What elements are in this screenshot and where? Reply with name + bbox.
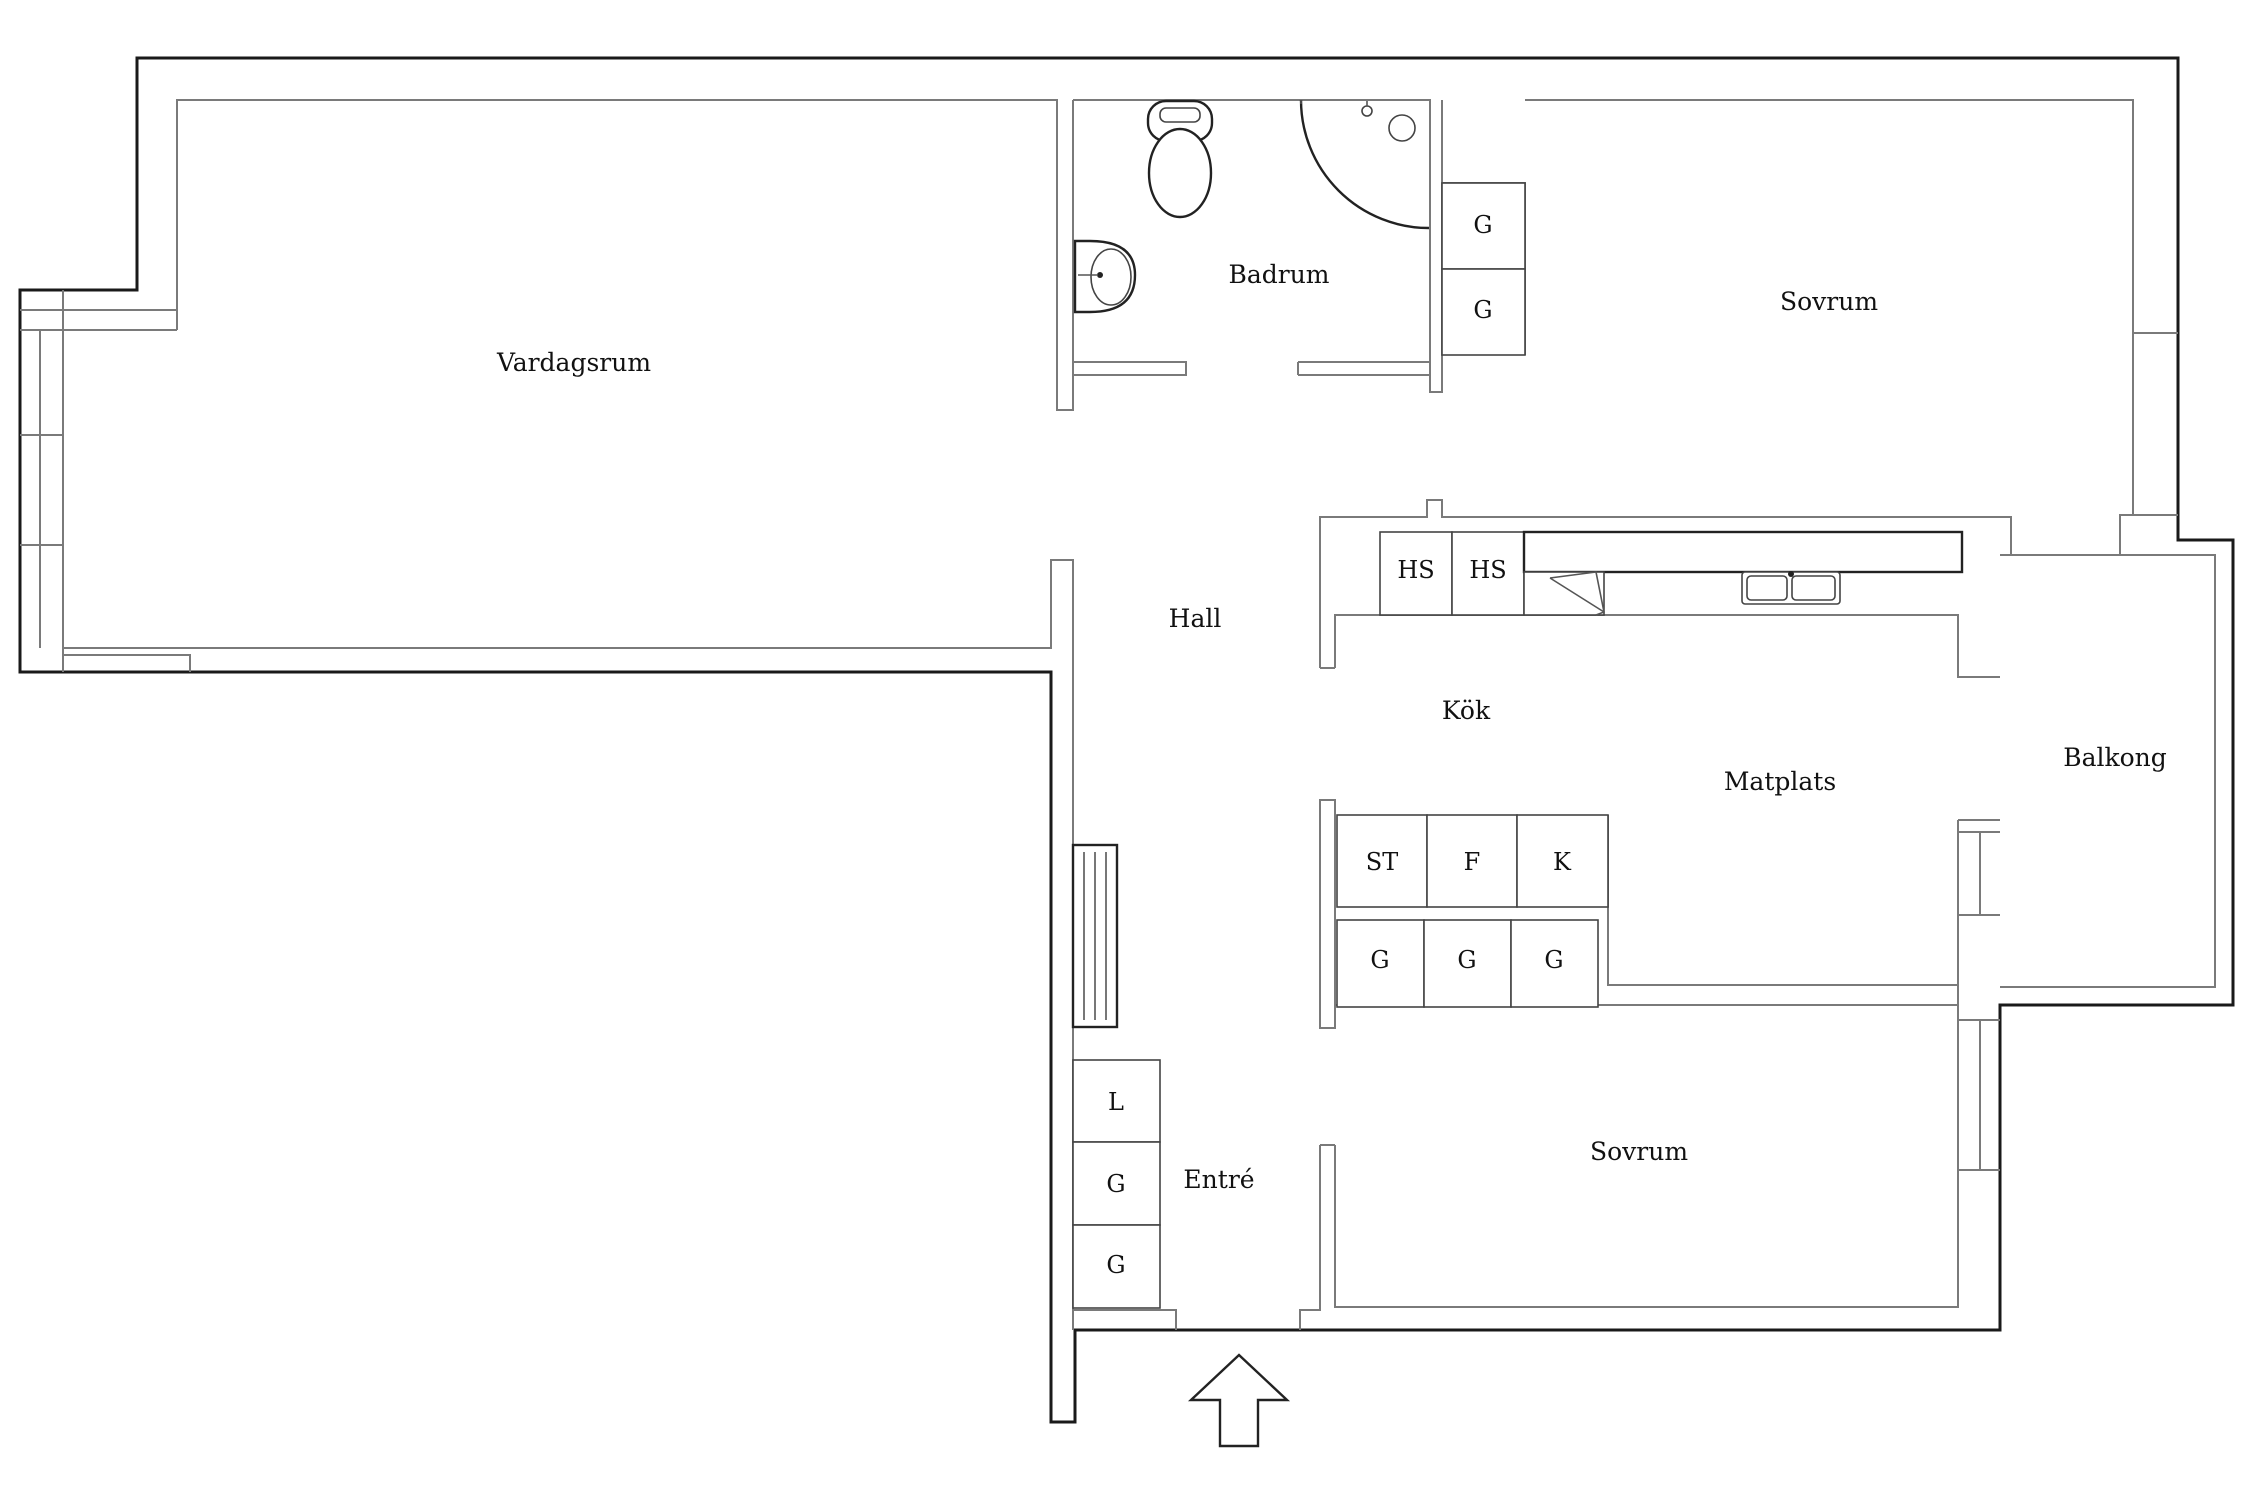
shower-icon xyxy=(1299,99,1430,230)
room-label-badrum: Badrum xyxy=(1228,260,1329,289)
entre-walls xyxy=(1073,1309,1177,1330)
wardrobe-label: G xyxy=(1473,211,1492,239)
sovrum-bottom-walls xyxy=(1299,1019,2000,1330)
cabinet-label: G xyxy=(1457,946,1476,974)
outer-walls xyxy=(18,56,2235,1424)
kitchen-appliances: ST F K xyxy=(1336,814,1609,908)
dishwasher-icon xyxy=(1549,571,1605,616)
badrum-walls xyxy=(1073,361,1187,376)
room-label-entre: Entré xyxy=(1183,1165,1254,1194)
sink-icon xyxy=(1073,239,1137,314)
entrance-arrow-icon xyxy=(1187,1353,1291,1448)
kitchen-upper-cabinets: HS HS xyxy=(1379,531,1525,616)
room-label-vardagsrum: Vardagsrum xyxy=(496,348,651,377)
kitchen-cabinets: G G G xyxy=(1336,919,1599,1008)
storage-label: G xyxy=(1106,1170,1125,1198)
room-label-matplats: Matplats xyxy=(1724,767,1836,796)
sovrum-top-walls xyxy=(1441,99,2178,556)
room-label-balkong: Balkong xyxy=(2063,743,2167,772)
kitchen-counter xyxy=(1522,530,1964,616)
room-label-sovrum-top: Sovrum xyxy=(1780,287,1878,316)
entry-storage: L G G xyxy=(1072,1059,1161,1309)
vardagsrum-walls xyxy=(176,99,1074,411)
room-label-hall: Hall xyxy=(1169,604,1222,633)
room-label-sovrum-bottom: Sovrum xyxy=(1590,1137,1688,1166)
appliance-label: K xyxy=(1553,848,1572,876)
kitchen-walls xyxy=(1319,499,2012,668)
wardrobe-label: G xyxy=(1473,296,1492,324)
toilet-icon xyxy=(1146,99,1214,219)
bedroom-wardrobe: G G xyxy=(1441,182,1526,356)
appliance-label: F xyxy=(1464,848,1481,876)
kitchen-sink-icon xyxy=(1741,571,1841,605)
radiator-icon xyxy=(1071,843,1119,1029)
tall-cabinet-label: HS xyxy=(1397,556,1434,584)
room-label-kok: Kök xyxy=(1442,696,1491,725)
cabinet-label: G xyxy=(1370,946,1389,974)
storage-label: L xyxy=(1108,1088,1124,1116)
room-labels: Vardagsrum Badrum Sovrum Hall Kök Matpla… xyxy=(496,260,2167,1194)
appliance-label: ST xyxy=(1366,848,1398,876)
tall-cabinet-label: HS xyxy=(1469,556,1506,584)
balkong-walls xyxy=(2000,554,2216,988)
cabinet-label: G xyxy=(1544,946,1563,974)
storage-label: G xyxy=(1106,1251,1125,1279)
